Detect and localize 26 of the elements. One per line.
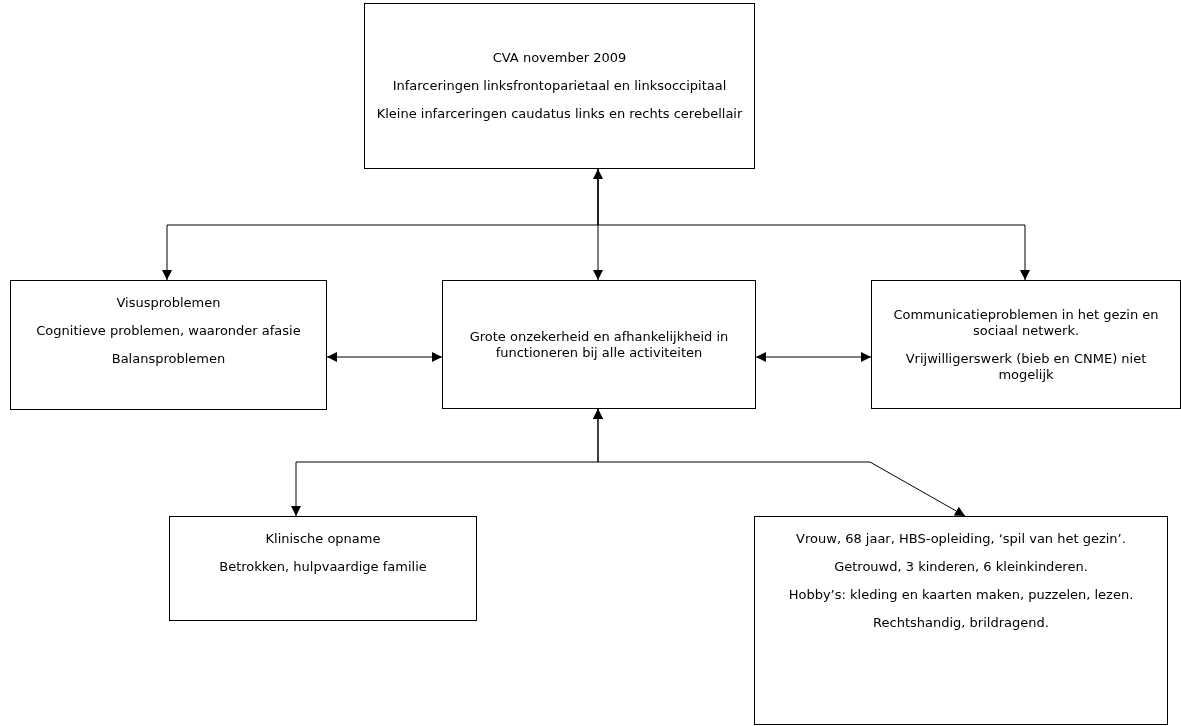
box-text: Communicatieproblemen in het gezin en sociaal netwerk. [892, 306, 1160, 339]
text-box [871, 280, 1181, 409]
box-text: Betrokken, hulpvaardige familie [219, 559, 427, 575]
box-text: Cognitieve problemen, waaronder afasie [36, 323, 301, 339]
text-box [169, 516, 477, 621]
text-box [754, 516, 1168, 725]
box-text: Hobby’s: kleding en kaarten maken, puzzelen, lezen. [788, 587, 1134, 603]
arrow [593, 408, 966, 517]
arrow [326, 352, 443, 362]
arrow [755, 352, 872, 362]
box-text: Kleine infarceringen caudatus links en rechts cerebellair [376, 106, 743, 122]
box-text: Grote onzekerheid en afhankelijkheid in functioneren bij alle activiteiten [468, 328, 730, 361]
box-text: Infarceringen linksfrontoparietaal en linksoccipitaal [392, 78, 727, 94]
box-text: Klinische opname [265, 531, 381, 547]
box-text: Vrouw, 68 jaar, HBS-opleiding, ‘spil van het gezin’. [796, 531, 1126, 547]
box-text: Rechtshandig, brildragend. [873, 615, 1049, 631]
text-box [442, 280, 756, 409]
text-box [364, 3, 755, 169]
box-text: Visusproblemen [116, 295, 221, 311]
box-text: Getrouwd, 3 kinderen, 6 kleinkinderen. [834, 559, 1088, 575]
text-box [10, 280, 327, 410]
box-text: Balansproblemen [111, 351, 226, 367]
box-text: Vrijwilligerswerk (bieb en CNME) niet mogelijk [904, 350, 1148, 383]
arrow [593, 168, 603, 281]
arrow [597, 168, 1030, 281]
box-text: CVA november 2009 [492, 50, 627, 66]
